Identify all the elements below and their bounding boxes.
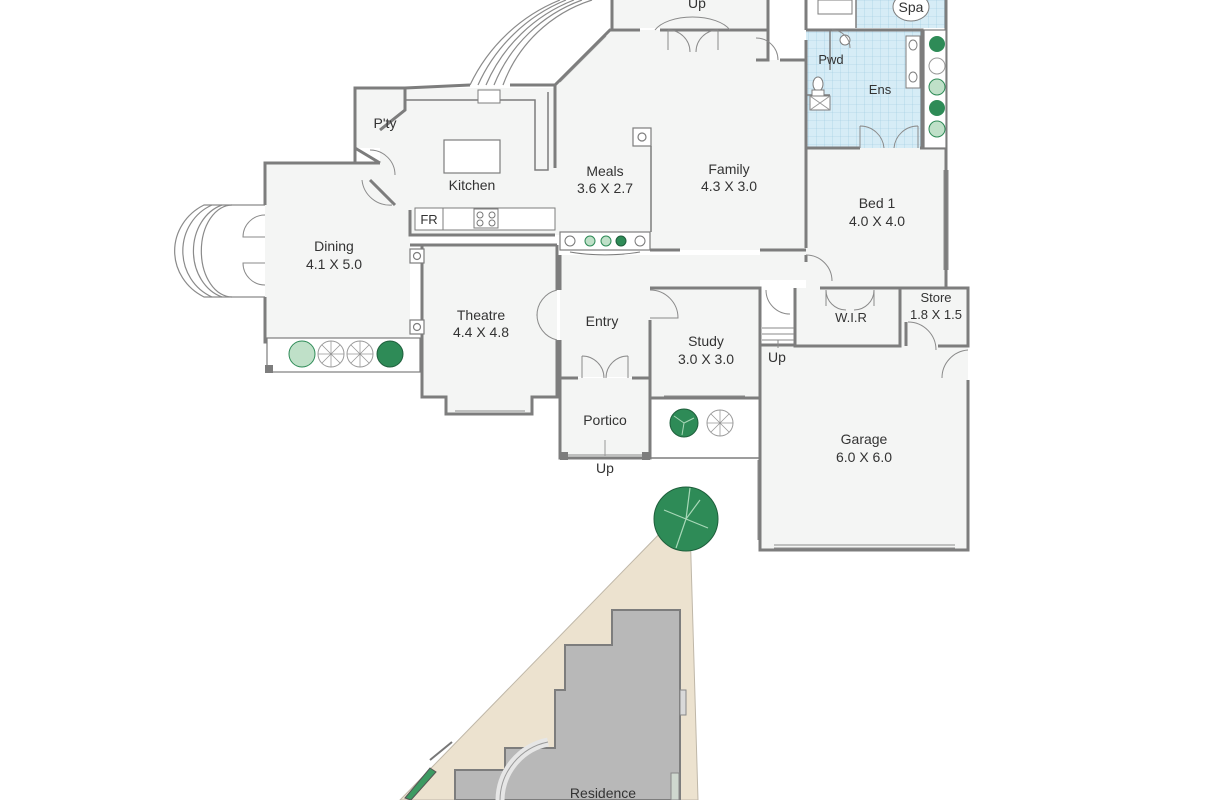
sink-icon [477, 89, 501, 104]
spa-label: Spa [899, 0, 924, 15]
up-label-top: Up [688, 0, 706, 11]
posts [409, 127, 652, 335]
up-label-portico: Up [596, 460, 614, 476]
fridge-label: FR [420, 212, 437, 227]
ensuite-floor [806, 30, 922, 148]
residence-footprint [454, 609, 681, 800]
kitchen-fittings [354, 89, 556, 231]
portico-label: Portico [583, 412, 627, 428]
room-labels: Up Spa Pwd Ens P'ty Kitchen FR Meals 3.6… [306, 0, 962, 476]
ensuite-label: Ens [869, 82, 892, 97]
kitchen-island [443, 139, 501, 174]
room-size-theatre: 4.4 X 4.8 [453, 324, 509, 340]
room-size-garage: 6.0 X 6.0 [836, 449, 892, 465]
curved-deck [469, 0, 593, 86]
tree-icon [653, 486, 719, 552]
spa-icon [892, 0, 930, 22]
room-name-store: Store [920, 290, 951, 305]
ensuite-fittings [809, 0, 930, 111]
room-size-family: 4.3 X 3.0 [701, 178, 757, 194]
kitchen-label: Kitchen [449, 177, 496, 193]
room-name-garage: Garage [841, 431, 888, 447]
ensuite-planter [923, 29, 947, 149]
pantry-label: P'ty [374, 115, 397, 131]
room-size-dining: 4.1 X 5.0 [306, 256, 362, 272]
room-name-dining: Dining [314, 238, 354, 254]
room-name-study: Study [688, 333, 724, 349]
doors [242, 16, 969, 379]
room-size-study: 3.0 X 3.0 [678, 351, 734, 367]
toilet-icon [812, 76, 824, 92]
meals-planter [559, 231, 651, 256]
room-name-meals: Meals [586, 163, 623, 179]
up-label-garage: Up [768, 349, 786, 365]
room-name-bed1: Bed 1 [859, 195, 896, 211]
cooktop-icon [473, 208, 499, 229]
room-size-store: 1.8 X 1.5 [910, 307, 962, 322]
room-name-theatre: Theatre [457, 307, 505, 323]
fridge-icon [414, 207, 444, 231]
residence-label: Residence [570, 785, 636, 800]
dining-planter [265, 337, 421, 373]
dining-steps [174, 204, 265, 298]
powder-label: Pwd [818, 52, 843, 67]
room-size-bed1: 4.0 X 4.0 [849, 213, 905, 229]
site-plan: Residence [399, 524, 699, 800]
garage-steps [762, 327, 794, 348]
study-planter [669, 408, 734, 438]
room-name-family: Family [708, 161, 749, 177]
entry-label: Entry [586, 313, 619, 329]
room-size-meals: 3.6 X 2.7 [577, 180, 633, 196]
windows [455, 35, 955, 549]
wir-label: W.I.R [835, 310, 867, 325]
